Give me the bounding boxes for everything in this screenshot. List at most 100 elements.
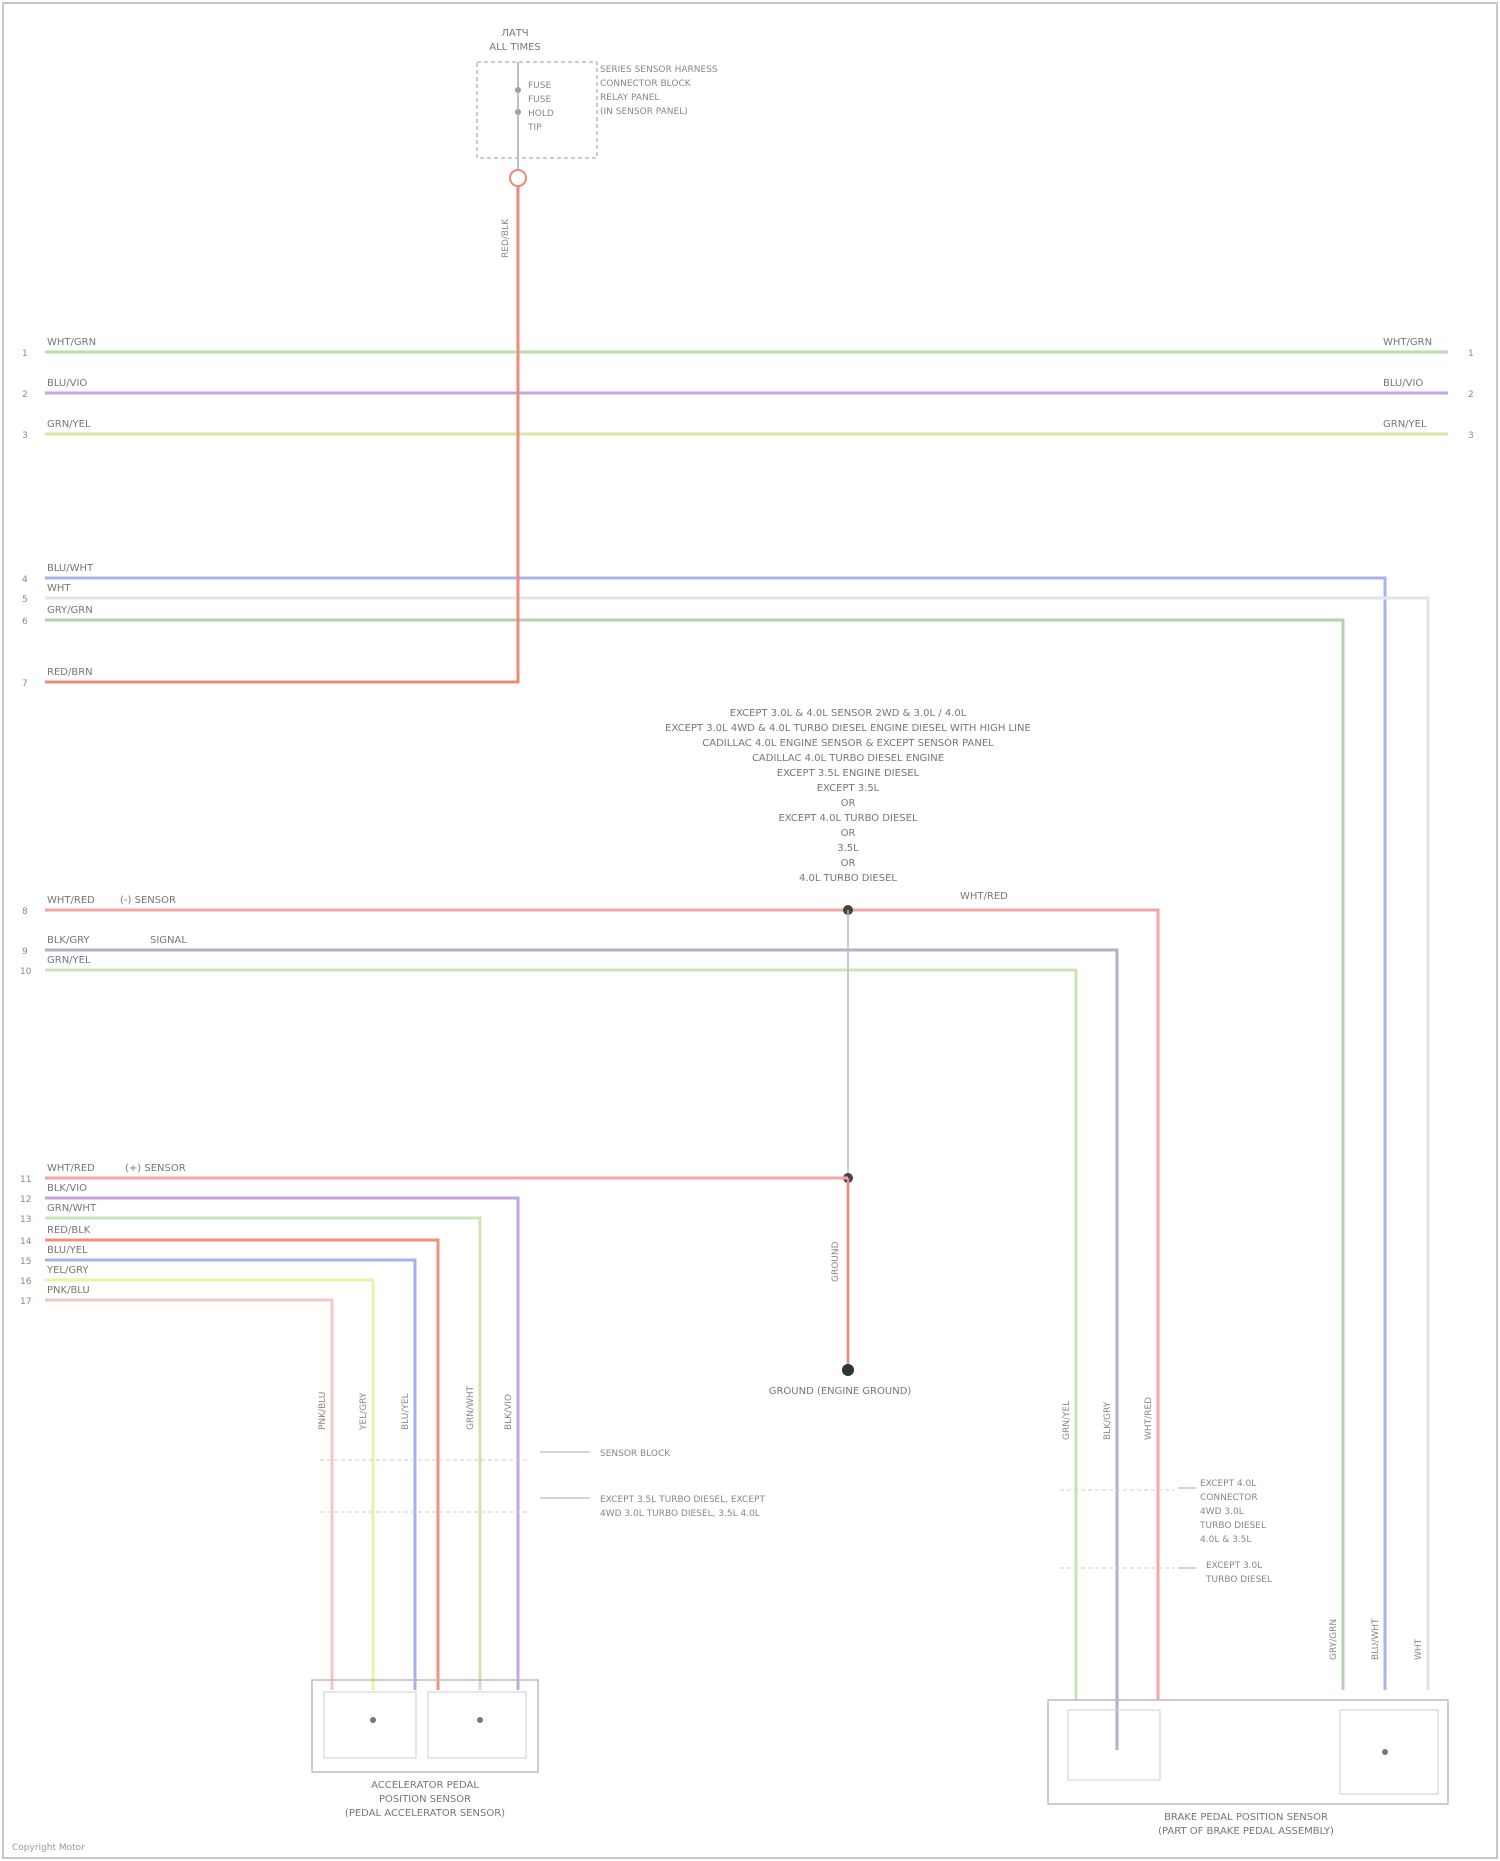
top-component-note-1: SERIES SENSOR HARNESS bbox=[600, 65, 718, 75]
mid-wire-6 bbox=[45, 620, 1343, 1690]
lower-wire-group: 8 9 10 WHT/RED (-) SENSOR BLK/GRY SIGNAL… bbox=[20, 891, 1158, 1750]
top-component-inner-2: FUSE bbox=[528, 95, 551, 105]
mid-pin-6: 6 bbox=[22, 617, 28, 627]
right-vertical-label: WHT/RED bbox=[1144, 1397, 1154, 1440]
mid-label-6: GRY/GRN bbox=[47, 605, 93, 616]
center-note-line: OR bbox=[841, 858, 856, 869]
bottom-wire-group: 11 12 13 14 15 16 17 WHT/RED (+) SENSOR … bbox=[20, 1163, 848, 1690]
center-note-line: OR bbox=[841, 798, 856, 809]
bottom-label-15: BLU/YEL bbox=[47, 1245, 88, 1256]
right-side-label: BLU/WHT bbox=[1371, 1618, 1381, 1660]
center-note-line: 4.0L TURBO DIESEL bbox=[799, 873, 897, 884]
bus-pin-3: 3 bbox=[22, 431, 28, 441]
left-sensor-caption-2: POSITION SENSOR bbox=[379, 1794, 471, 1805]
left-vertical-label: BLU/YEL bbox=[401, 1393, 411, 1430]
lower-wire-10 bbox=[45, 970, 1076, 1700]
bottom-pin-16: 16 bbox=[20, 1277, 32, 1287]
ground-icon bbox=[842, 1364, 854, 1376]
right-side-label: GRY/GRN bbox=[1329, 1619, 1339, 1660]
left-vertical-label: YEL/GRY bbox=[359, 1392, 369, 1431]
mid-pin-4: 4 bbox=[22, 575, 28, 585]
brake-pedal-sensor: BRAKE PEDAL POSITION SENSOR (PART OF BRA… bbox=[1048, 1700, 1448, 1837]
top-component-note-2: CONNECTOR BLOCK bbox=[600, 79, 692, 89]
bus-pin-2: 2 bbox=[22, 390, 28, 400]
right-sensor-caption-2: (PART OF BRAKE PEDAL ASSEMBLY) bbox=[1158, 1826, 1334, 1837]
bus-label-3-left: GRN/YEL bbox=[47, 419, 91, 430]
footer-copyright: Copyright Motor bbox=[12, 1843, 85, 1853]
right-connector-note1-line: TURBO DIESEL bbox=[1199, 1521, 1266, 1531]
left-sensor-box-b bbox=[428, 1692, 526, 1758]
center-note: EXCEPT 3.0L & 4.0L SENSOR 2WD & 3.0L / 4… bbox=[665, 708, 1031, 884]
center-note-line: EXCEPT 3.5L bbox=[817, 783, 880, 794]
sensor-node-icon bbox=[370, 1717, 376, 1723]
bus-pin-1-right: 1 bbox=[1468, 349, 1474, 359]
bus-label-1-left: WHT/GRN bbox=[47, 337, 96, 348]
center-note-line: EXCEPT 3.0L 4WD & 4.0L TURBO DIESEL ENGI… bbox=[665, 723, 1031, 734]
center-note-line: EXCEPT 3.5L ENGINE DIESEL bbox=[777, 768, 920, 779]
ground-point-label: GROUND (ENGINE GROUND) bbox=[769, 1386, 912, 1397]
bottom-pin-17: 17 bbox=[20, 1297, 31, 1307]
top-wire-label: RED/BLK bbox=[501, 218, 511, 258]
right-sensor-box-b bbox=[1340, 1710, 1438, 1794]
bus-label-2-left: BLU/VIO bbox=[47, 378, 87, 389]
sensor-node-icon bbox=[1382, 1749, 1388, 1755]
mid-pin-7: 7 bbox=[22, 679, 28, 689]
right-connector-note1-line: EXCEPT 4.0L bbox=[1200, 1479, 1256, 1489]
top-component-inner-4: TIP bbox=[527, 123, 542, 133]
bus-pin-1: 1 bbox=[22, 349, 28, 359]
center-note-line: EXCEPT 3.0L & 4.0L SENSOR 2WD & 3.0L / 4… bbox=[730, 708, 967, 719]
bottom-label-11: WHT/RED bbox=[47, 1163, 95, 1174]
ground-splice: GROUND GROUND (ENGINE GROUND) bbox=[769, 905, 912, 1397]
bus-pin-2-right: 2 bbox=[1468, 390, 1474, 400]
bottom-label-11b: (+) SENSOR bbox=[125, 1163, 186, 1174]
center-note-line: EXCEPT 4.0L TURBO DIESEL bbox=[778, 813, 917, 824]
right-connector-note1-line: 4WD 3.0L bbox=[1200, 1507, 1244, 1517]
page-frame bbox=[3, 3, 1497, 1858]
bottom-label-17: PNK/BLU bbox=[47, 1285, 90, 1296]
left-sensor-caption-1: ACCELERATOR PEDAL bbox=[371, 1780, 479, 1791]
bottom-pin-11: 11 bbox=[20, 1175, 31, 1185]
lower-wire-9 bbox=[45, 950, 1117, 1750]
left-connector-note-2a: EXCEPT 3.5L TURBO DIESEL, EXCEPT bbox=[600, 1495, 765, 1505]
right-side-label: WHT bbox=[1414, 1638, 1424, 1660]
left-vertical-label: PNK/BLU bbox=[318, 1392, 328, 1430]
right-connector-note2-line: EXCEPT 3.0L bbox=[1206, 1561, 1262, 1571]
left-sensor-caption-3: (PEDAL ACCELERATOR SENSOR) bbox=[345, 1808, 505, 1819]
left-connector-note-1: SENSOR BLOCK bbox=[600, 1449, 671, 1459]
center-note-line: OR bbox=[841, 828, 856, 839]
bottom-pin-14: 14 bbox=[20, 1237, 32, 1247]
left-sensor-box-a bbox=[324, 1692, 416, 1758]
bus-wire-group: 1 2 3 1 2 3 WHT/GRN BLU/VIO GRN/YEL WHT/… bbox=[22, 337, 1474, 441]
top-component: ЛАТЧ ALL TIMES FUSE FUSE HOLD TIP SERIES… bbox=[477, 28, 718, 258]
right-vertical-label: GRN/YEL bbox=[1062, 1401, 1072, 1440]
bottom-label-13: GRN/WHT bbox=[47, 1203, 97, 1214]
bottom-label-16: YEL/GRY bbox=[46, 1265, 89, 1276]
lower-label-9: BLK/GRY bbox=[47, 935, 90, 946]
right-sensor-caption-1: BRAKE PEDAL POSITION SENSOR bbox=[1164, 1812, 1328, 1823]
ground-wire-label: GROUND bbox=[831, 1241, 841, 1282]
mid-label-7: RED/BRN bbox=[47, 667, 93, 678]
mid-label-4: BLU/WHT bbox=[47, 563, 94, 574]
lower-pin-10: 10 bbox=[20, 967, 32, 977]
center-note-line: 3.5L bbox=[837, 843, 859, 854]
bottom-wire-16 bbox=[45, 1280, 373, 1690]
bus-label-2-right: BLU/VIO bbox=[1383, 378, 1423, 389]
lower-label-9b: SIGNAL bbox=[150, 935, 187, 946]
right-red-label: WHT/RED bbox=[960, 891, 1008, 902]
center-note-line: CADILLAC 4.0L ENGINE SENSOR & EXCEPT SEN… bbox=[702, 738, 994, 749]
right-connector-note1-line: 4.0L & 3.5L bbox=[1200, 1535, 1251, 1545]
top-component-inner-3: HOLD bbox=[528, 109, 554, 119]
top-component-note-3: RELAY PANEL bbox=[600, 93, 659, 103]
left-vertical-label: BLK/VIO bbox=[504, 1394, 514, 1430]
top-component-note-4: (IN SENSOR PANEL) bbox=[600, 107, 688, 117]
left-vertical-label: GRN/WHT bbox=[466, 1385, 476, 1430]
lower-pin-8: 8 bbox=[22, 907, 28, 917]
bottom-wire-14 bbox=[45, 1240, 438, 1690]
top-component-header-1: ЛАТЧ bbox=[501, 28, 528, 39]
top-component-inner-1: FUSE bbox=[528, 81, 551, 91]
bottom-label-12: BLK/VIO bbox=[47, 1183, 87, 1194]
mid-wire-group: 4 5 6 7 BLU/WHT WHT GRY/GRN RED/BRN bbox=[22, 186, 1428, 1690]
top-component-header-2: ALL TIMES bbox=[489, 42, 541, 53]
right-sensor-box-a bbox=[1068, 1710, 1160, 1780]
